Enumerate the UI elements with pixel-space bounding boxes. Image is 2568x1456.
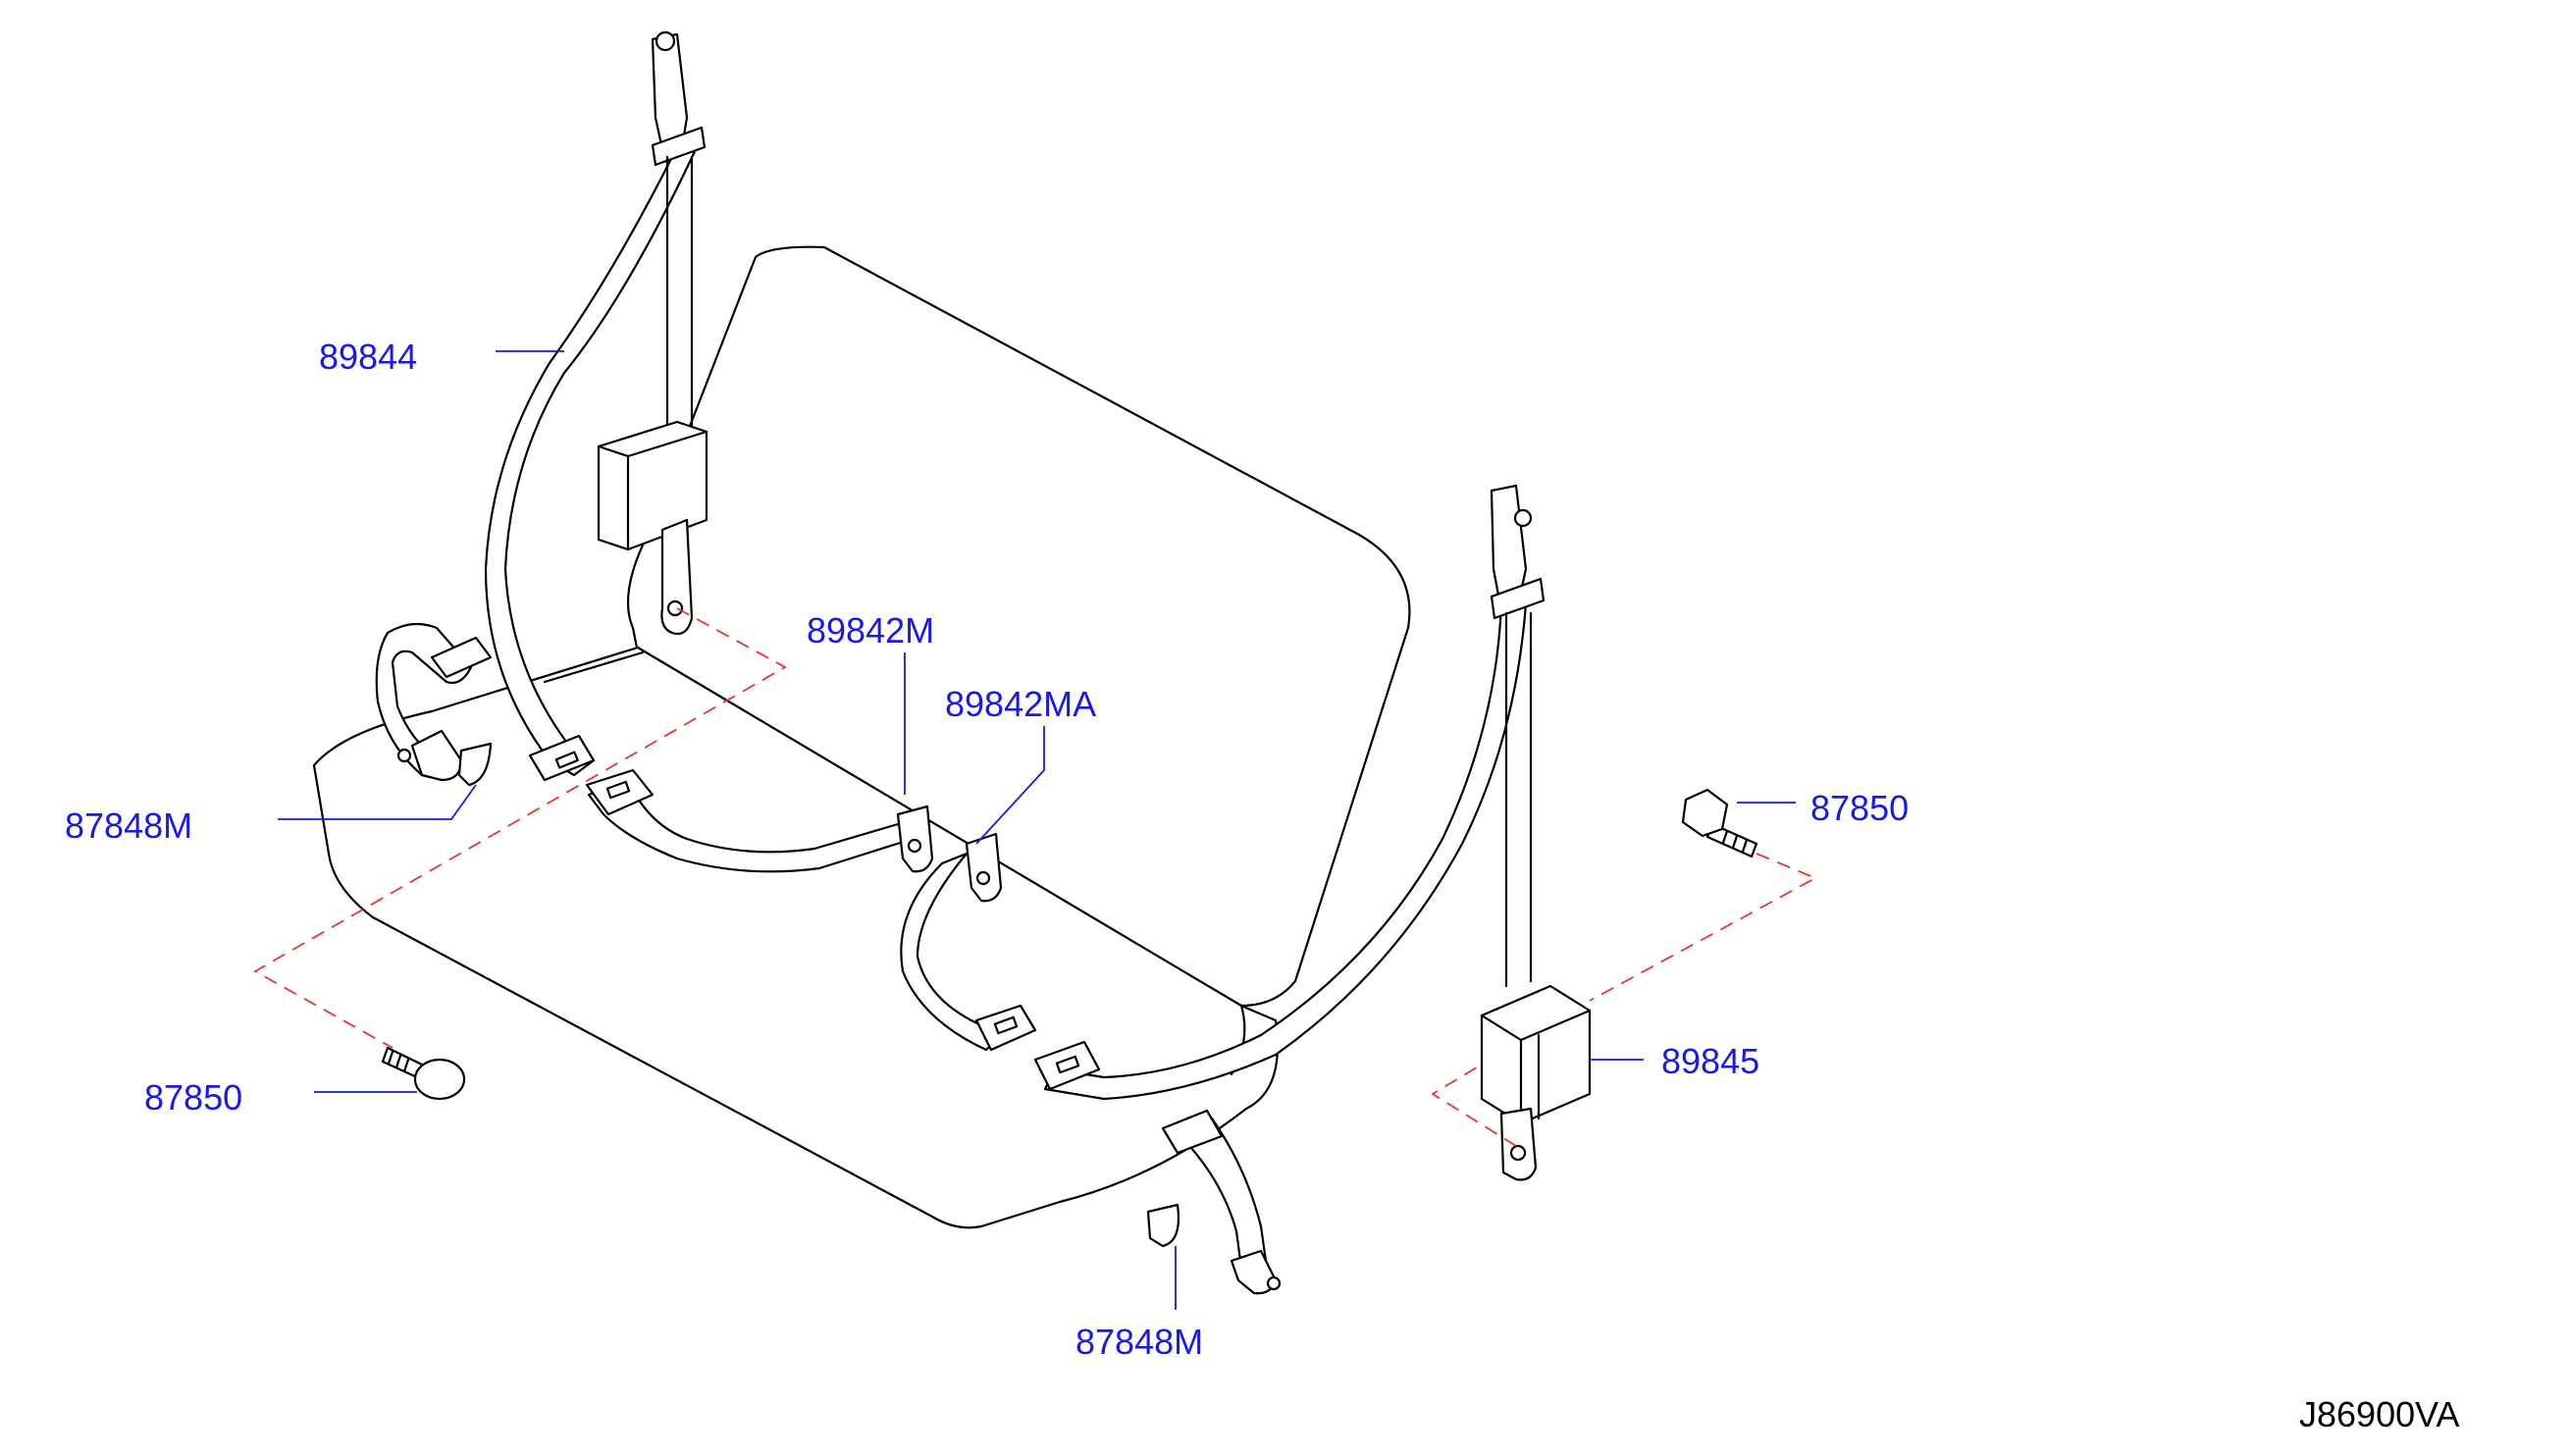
callout-87850-right: 87850 bbox=[1810, 788, 1910, 828]
left-retractor-bracket bbox=[660, 518, 694, 636]
callout-89842M: 89842M bbox=[807, 610, 935, 650]
right-retractor bbox=[1480, 984, 1592, 1125]
right-vertical-webbing bbox=[1504, 611, 1533, 988]
diagram-reference-code: J86900VA bbox=[2299, 1394, 2460, 1434]
callout-89845: 89845 bbox=[1661, 1041, 1760, 1081]
center-anchor-right bbox=[965, 832, 1003, 903]
left-vertical-webbing bbox=[665, 155, 694, 439]
left-mount-dash bbox=[253, 607, 787, 1049]
left-retractor-edge bbox=[597, 430, 708, 551]
right-upper-guide bbox=[1490, 577, 1546, 620]
leader-89842MA bbox=[975, 726, 1045, 845]
right-mount-dash bbox=[1431, 853, 1818, 1147]
left-retractor bbox=[597, 420, 708, 551]
callout-89842MA: 89842MA bbox=[945, 684, 1097, 724]
left-belt-cover bbox=[457, 742, 493, 787]
left-tongue-slot bbox=[554, 751, 579, 769]
center-left-buckle-slot bbox=[605, 780, 631, 800]
right-bolt-threads bbox=[1721, 829, 1749, 854]
right-lap-belt bbox=[1176, 1117, 1268, 1270]
right-retractor-bolt-hole bbox=[1509, 1144, 1527, 1162]
left-bolt-threads bbox=[387, 1050, 410, 1073]
left-retractor-bolt-hole bbox=[666, 599, 684, 617]
right-tongue-slot bbox=[1055, 1055, 1080, 1074]
center-right-buckle-slot bbox=[993, 1015, 1019, 1035]
center-anchor-left-hole bbox=[907, 838, 922, 854]
callout-87848M-bottom: 87848M bbox=[1075, 1322, 1204, 1362]
left-lap-buckle bbox=[430, 636, 493, 679]
left-bolt-head bbox=[413, 1058, 466, 1101]
center-anchor-right-hole bbox=[975, 870, 991, 886]
right-retractor-bracket bbox=[1499, 1107, 1538, 1181]
right-upper-anchor bbox=[1490, 484, 1528, 602]
left-upper-guide bbox=[651, 126, 707, 167]
callout-89844: 89844 bbox=[319, 337, 418, 377]
right-lap-bolt bbox=[1266, 1275, 1282, 1291]
callout-87848M-left: 87848M bbox=[65, 806, 193, 846]
right-shoulder-belt bbox=[1043, 601, 1528, 1101]
left-lap-bolt bbox=[396, 748, 412, 763]
right-belt-cover bbox=[1146, 1203, 1180, 1248]
left-upper-bolt-head bbox=[655, 30, 676, 52]
right-upper-bolt-head bbox=[1513, 508, 1533, 528]
right-lap-buckle bbox=[1161, 1109, 1224, 1155]
callout-87850-left: 87850 bbox=[144, 1077, 243, 1118]
leader-87848M-left bbox=[278, 784, 477, 820]
left-upper-anchor bbox=[651, 32, 689, 151]
seat-back bbox=[626, 245, 1411, 1008]
right-bolt-head bbox=[1681, 788, 1729, 838]
